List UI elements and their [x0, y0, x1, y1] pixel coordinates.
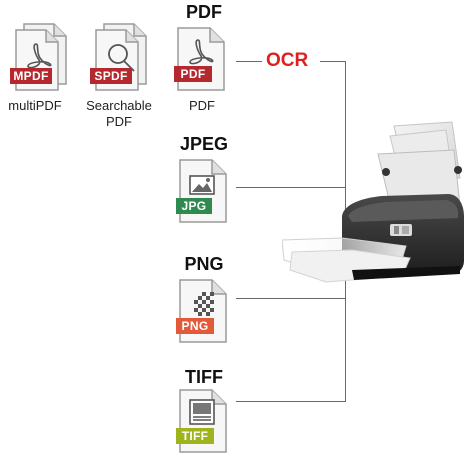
tiff-file-icon: TIFF — [172, 388, 234, 454]
png-file-icon: PNG — [172, 278, 234, 344]
acrobat-icon — [27, 43, 52, 69]
searchable-caption-line2: PDF — [106, 114, 132, 129]
connector-tiff — [236, 401, 346, 402]
document-image-icon — [189, 399, 215, 425]
picture-icon — [189, 175, 215, 195]
searchable-caption: Searchable PDF — [76, 98, 162, 130]
connector-pdf-right — [320, 61, 346, 62]
searchable-pdf-file-icon: SPDF — [88, 22, 150, 92]
tiff-format-title: TIFF — [185, 367, 223, 387]
searchable-caption-line1: Searchable — [86, 98, 152, 113]
magnifier-icon — [108, 44, 135, 72]
jpeg-file-icon: JPG — [172, 158, 234, 224]
connector-pdf-left — [236, 61, 262, 62]
document-scanner — [281, 120, 466, 290]
ocr-label: OCR — [266, 50, 309, 71]
connector-png — [236, 298, 346, 299]
png-format-title: PNG — [184, 254, 224, 274]
jpeg-format-title: JPEG — [179, 134, 229, 154]
tiff-badge: TIFF — [176, 428, 214, 444]
pdf-caption: PDF — [189, 98, 215, 113]
png-badge: PNG — [176, 318, 214, 334]
connector-jpeg — [236, 187, 346, 188]
acrobat-icon — [189, 39, 214, 65]
jpg-badge: JPG — [176, 198, 212, 214]
checkerboard-icon — [194, 292, 214, 316]
pdf-file-icon: PDF — [170, 26, 232, 92]
pdf-format-title: PDF — [186, 2, 222, 22]
pdf-badge: PDF — [174, 66, 212, 82]
multipdf-caption: multiPDF — [8, 98, 62, 113]
multipdf-file-icon: MPDF — [8, 22, 70, 92]
mpdf-badge: MPDF — [10, 68, 52, 84]
spdf-badge: SPDF — [90, 68, 132, 84]
